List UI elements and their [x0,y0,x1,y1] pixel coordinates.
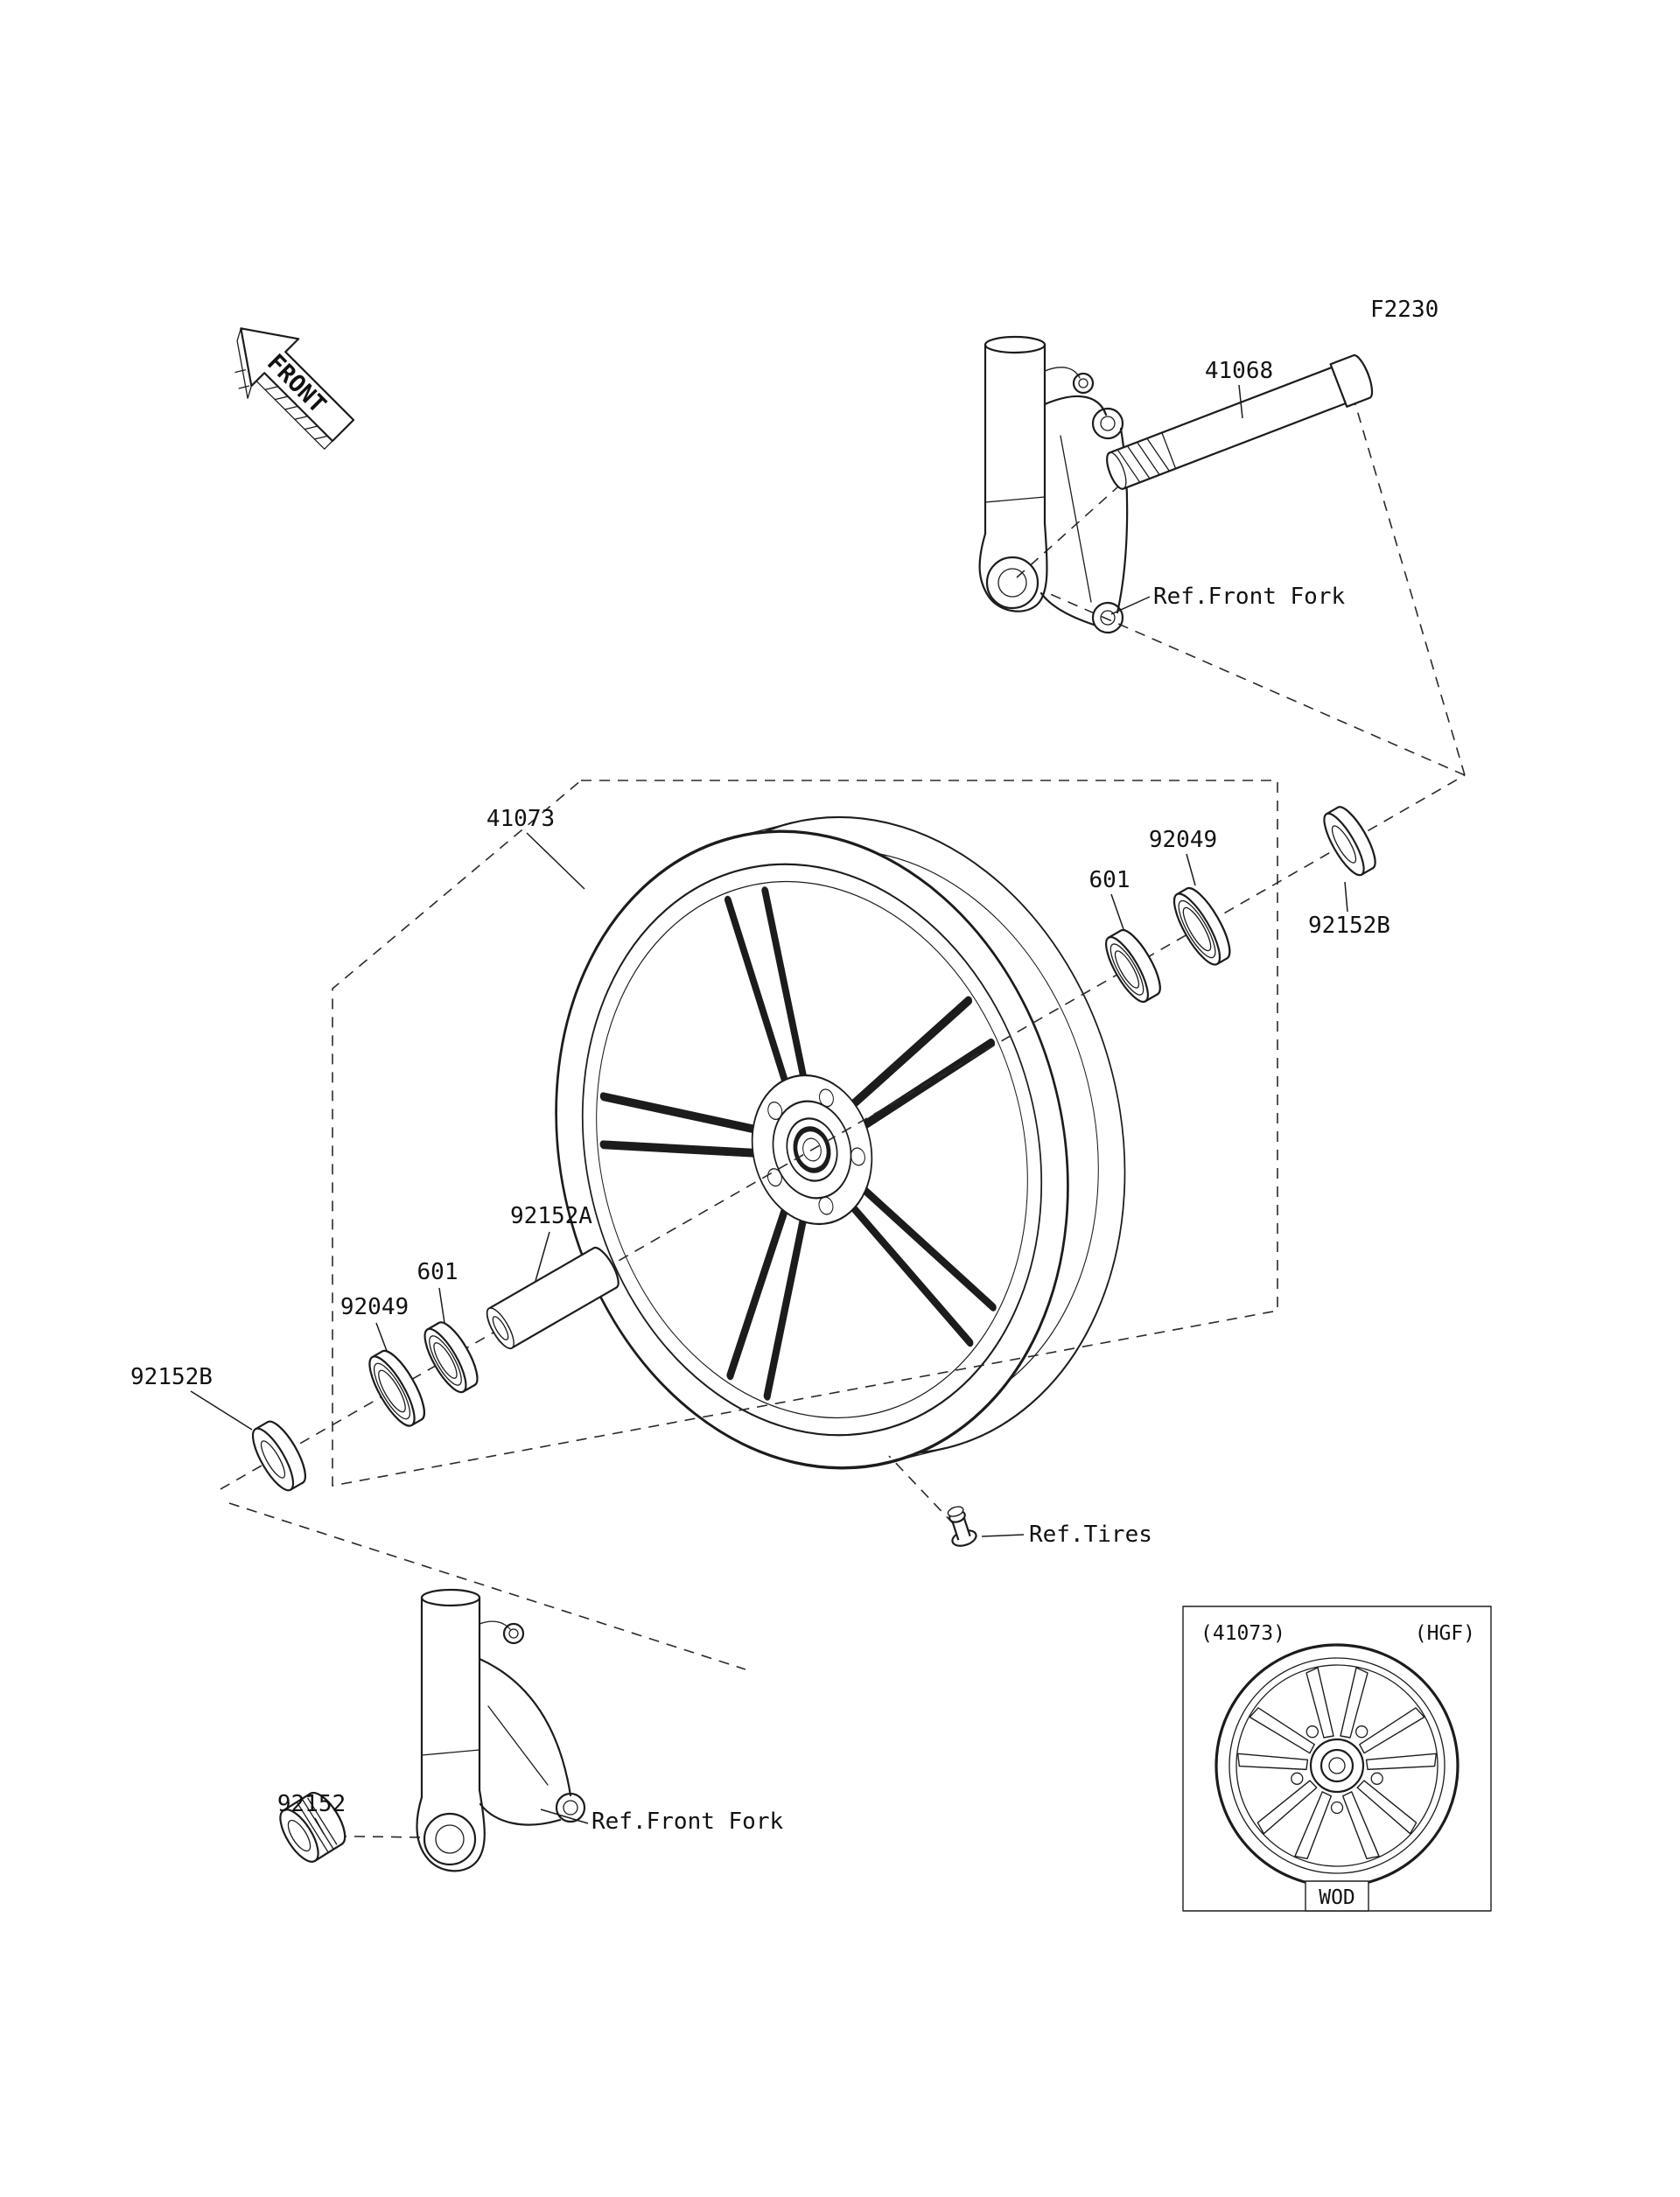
collar-92152B-left-drawing [251,1420,306,1492]
tire-valve-drawing [947,1506,977,1547]
collar-92152B-right-drawing [1323,806,1376,877]
seal-left-label: 92049 [340,1294,409,1320]
ref-front-fork-lower-label: Ref.Front Fork [592,1809,783,1835]
wheel-label: 41073 [486,806,555,832]
seal-92049-left-drawing [368,1349,425,1427]
bearing-right-label: 601 [1089,867,1130,893]
inset-variant-label: (HGF) [1415,1622,1475,1645]
lower-collar-label: 92152 [277,1791,346,1817]
bearing-601-right-drawing [1105,928,1161,1004]
bearing-601-left-drawing [424,1321,479,1394]
front-wheel-drawing [555,815,1126,1470]
front-marker-label: FRONT [262,349,331,418]
axle-drawing [1106,353,1374,490]
seal-right-label: 92049 [1149,827,1217,853]
seal-92049-right-drawing [1172,886,1231,966]
spacer-92152A-drawing [486,1246,620,1350]
inset-code-box [1305,1880,1369,1912]
bearing-left-label: 601 [417,1259,458,1285]
wheel-variant-inset: (41073) (HGF) WOD [1182,1606,1492,1912]
leader-lines [190,384,1348,1835]
inset-wheel-front-view [1214,1643,1460,1888]
ref-front-fork-upper-label: Ref.Front Fork [1153,584,1345,610]
figure-code-label: F2230 [1370,297,1438,323]
upper-front-fork-drawing [978,335,1129,634]
axle-label: 41068 [1205,358,1273,384]
front-direction-arrow: FRONT [234,327,355,450]
ref-tires-label: Ref.Tires [1029,1522,1152,1548]
collar-right-label: 92152B [1308,913,1390,939]
spacer-label: 92152A [510,1203,592,1229]
inset-part-label: (41073) [1200,1622,1285,1645]
collar-92152-drawing [279,1792,346,1863]
collar-left-label: 92152B [130,1364,213,1390]
lower-front-fork-drawing [416,1588,586,1872]
wheel-spokes [599,886,997,1401]
inset-code-label: WOD [1319,1886,1355,1909]
